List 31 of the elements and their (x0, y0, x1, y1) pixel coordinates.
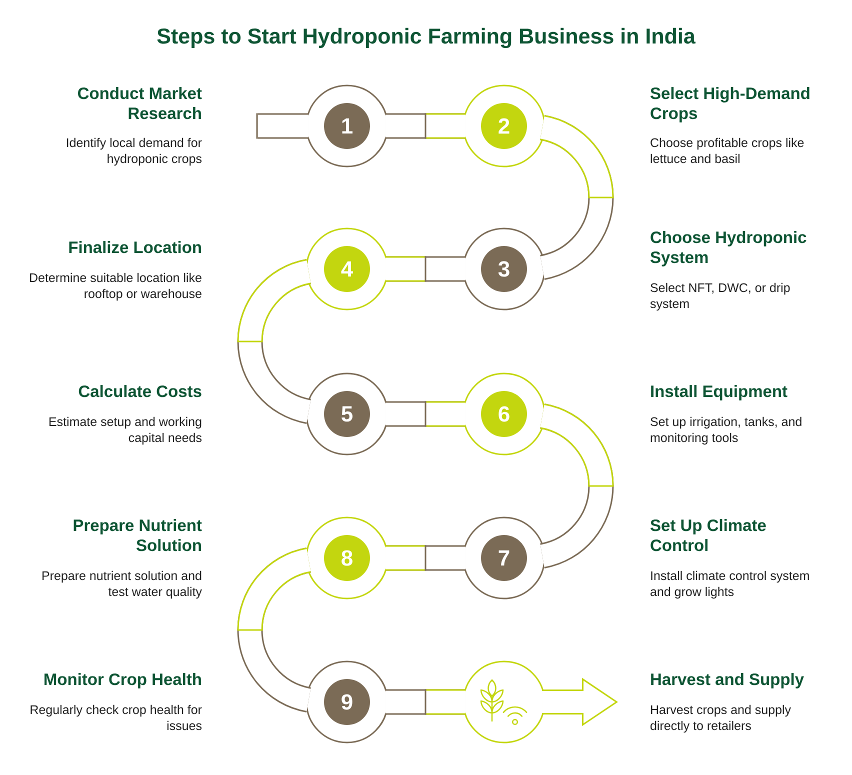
step-circle (462, 660, 546, 744)
step-description: Regularly check crop health for issues (30, 704, 202, 730)
track-segment (386, 545, 466, 571)
step-description: Identify local demand for hydroponic crops (66, 138, 202, 166)
step-description: Install climate control system and grow lights (650, 570, 809, 599)
step-title: Choose Hydroponic System (650, 231, 806, 266)
step-title: Harvest and Supply (651, 673, 804, 688)
step-description: Set up irrigation, tanks, and monitoring tools (650, 416, 802, 445)
step-title: Finalize Location (69, 241, 201, 254)
step-title: Prepare Nutrient Solution (74, 519, 202, 552)
track-segment (386, 256, 466, 282)
track-segment (237, 259, 312, 424)
step-description: Select NFT, DWC, or drip system (650, 282, 790, 311)
step-title: Monitor Crop Health (44, 673, 201, 688)
track-segment (386, 401, 466, 427)
track-segment (539, 115, 614, 280)
step-description: Harvest crops and supply directly to retailers (650, 704, 791, 733)
step-title: Conduct Market Research (78, 87, 202, 120)
step-title: Install Equipment (651, 385, 788, 400)
step-title: Set Up Climate Control (650, 519, 766, 552)
step-title: Calculate Costs (78, 385, 202, 398)
step-description: Prepare nutrient solution and test water quality (42, 570, 202, 599)
title: Steps to Start Hydroponic Farming Business in India (157, 28, 696, 48)
step-description: Determine suitable location like rooftop or warehouse (30, 272, 202, 301)
step-title: Select High-Demand Crops (650, 87, 810, 122)
track-segment (386, 113, 466, 139)
track-segment (386, 689, 466, 715)
track-segment (539, 404, 614, 568)
track-segment (237, 548, 312, 712)
step-description: Estimate setup and working capital needs (49, 416, 202, 445)
step-description: Choose profitable crops like lettuce and basil (650, 138, 804, 164)
